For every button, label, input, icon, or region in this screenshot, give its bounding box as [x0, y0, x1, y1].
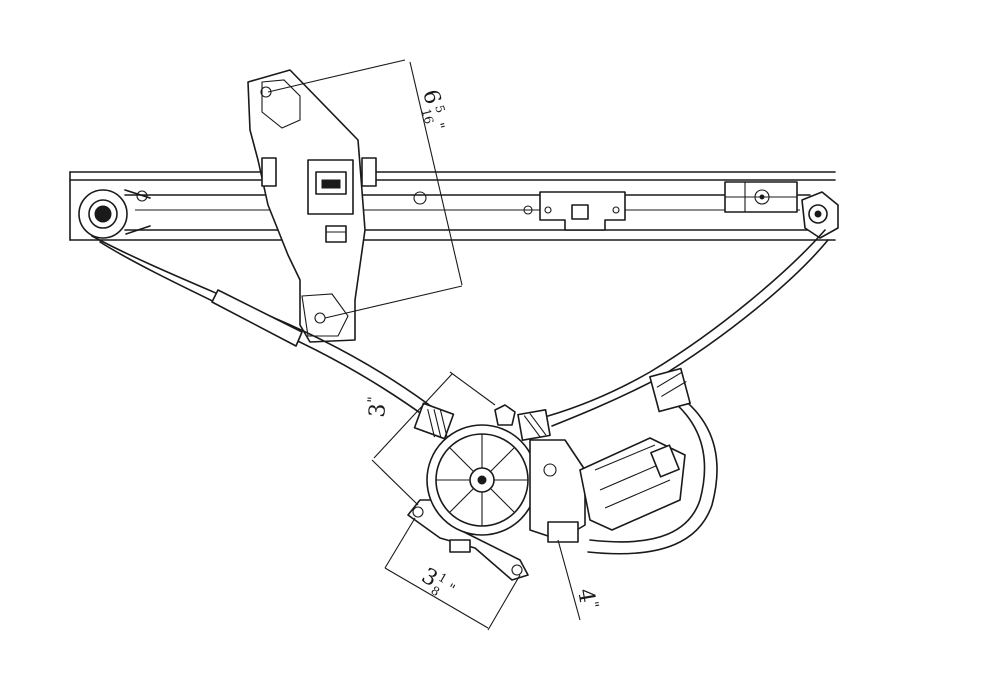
dim-pulley-width: 3 " — [365, 396, 391, 419]
rail-clip-right — [724, 181, 798, 213]
dim-bracket-height: 6 5 16 " — [417, 87, 448, 132]
dim-bracket-height-unit: " — [430, 121, 447, 131]
dim-pulley-width-unit: " — [365, 396, 382, 404]
cables — [91, 229, 829, 427]
dim-bracket-height-num: 5 — [432, 104, 448, 115]
dim-motor-offset-unit: " — [584, 600, 601, 609]
dim-motor-base-unit: " — [444, 581, 458, 598]
main-rail — [69, 171, 836, 241]
right-pulley — [801, 191, 839, 239]
dim-pulley-width-whole: 3 — [365, 402, 391, 418]
motor-assembly — [407, 402, 686, 581]
left-pulley — [78, 189, 151, 239]
dim-bracket-height-whole: 6 — [417, 87, 445, 107]
dim-motor-offset: 4 " — [572, 587, 601, 610]
dim-motor-offset-whole: 4 — [572, 587, 599, 605]
rail-clip-center — [539, 191, 626, 231]
carrier-bracket — [247, 69, 377, 343]
dim-bracket-height-den: 16 — [419, 107, 436, 125]
dimension-lines — [267, 59, 581, 631]
motor-connector — [587, 367, 718, 555]
